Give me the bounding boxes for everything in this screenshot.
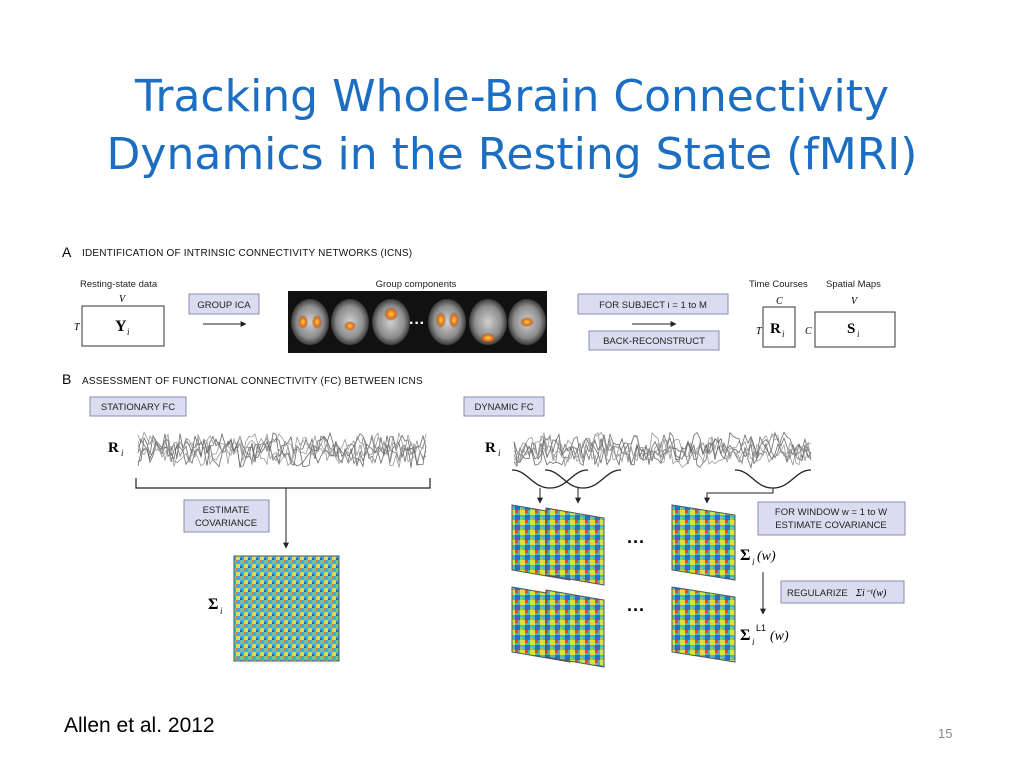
timecourse-trace — [513, 431, 812, 468]
estimate-line-1: ESTIMATE — [203, 505, 250, 516]
timecourse-trace — [513, 431, 812, 468]
group-ica-box — [188, 293, 260, 315]
regularize-term: Σi⁻¹(w) — [855, 588, 887, 599]
stationary-bracket — [135, 478, 431, 489]
dynamic-sigma-subscript: i — [752, 557, 755, 567]
s-matrix — [814, 311, 896, 348]
l1-sigma-w: (w) — [770, 629, 789, 644]
s-subscript: i — [857, 329, 860, 339]
dynamic-timecourses — [513, 431, 812, 470]
timecourse-trace — [137, 431, 427, 465]
stationary-r-subscript: i — [121, 448, 124, 458]
components-ellipsis: ··· — [409, 315, 425, 332]
panel-b-letter: B — [62, 371, 71, 387]
for-window-line-2: ESTIMATE COVARIANCE — [775, 520, 887, 531]
for-window-box — [757, 501, 906, 536]
l1-superscript: L1 — [756, 623, 766, 633]
dynamic-sigma: Σ — [740, 547, 750, 564]
r-symbol: R — [770, 321, 781, 337]
timecourse-trace — [513, 431, 812, 467]
l1-sigma-subscript: i — [752, 637, 755, 647]
back-reconstruct-box — [588, 330, 720, 351]
timecourse-trace — [513, 431, 812, 470]
dynamic-r-subscript: i — [498, 448, 501, 458]
for-subject-label: FOR SUBJECT i = 1 to M — [599, 300, 707, 311]
dynamic-matrices-bottom — [511, 586, 736, 668]
title-line-2: Dynamics in the Resting State (fMRI) — [106, 129, 918, 180]
panel-b-heading: ASSESSMENT OF FUNCTIONAL CONNECTIVITY (F… — [82, 376, 423, 387]
axis-t-label: T — [74, 322, 81, 333]
slide-title: Tracking Whole-Brain Connectivity Dynami… — [40, 68, 984, 184]
r-matrix — [762, 306, 796, 348]
stationary-sigma-subscript: i — [220, 606, 223, 616]
l1-sigma: Σ — [740, 627, 750, 644]
stationary-covariance-matrix — [233, 555, 340, 662]
panel-a-heading: IDENTIFICATION OF INTRINSIC CONNECTIVITY… — [82, 248, 412, 259]
axis-t-side: T — [756, 326, 763, 337]
axis-v-top: V — [851, 296, 859, 307]
resting-data-matrix — [81, 305, 165, 347]
dynamic-dots-top: ··· — [627, 532, 645, 552]
panel-a-letter: A — [62, 244, 72, 260]
for-subject-box — [577, 293, 729, 315]
group-ica-label: GROUP ICA — [197, 300, 251, 311]
spatial-maps-label: Spatial Maps — [826, 279, 881, 290]
regularize-box — [780, 580, 905, 604]
stationary-fc-label: STATIONARY FC — [101, 402, 175, 413]
resting-state-label: Resting-state data — [80, 279, 158, 290]
axis-c-top: C — [776, 296, 783, 307]
regularize-label: REGULARIZE — [787, 588, 848, 599]
window-curves — [511, 469, 812, 489]
group-components-label: Group components — [376, 279, 457, 290]
brain-slices — [291, 299, 546, 345]
axis-c-side: C — [805, 326, 812, 337]
for-window-line-1: FOR WINDOW w = 1 to W — [775, 507, 887, 518]
y-symbol: Y — [115, 318, 127, 335]
r-subscript: i — [782, 329, 785, 339]
dynamic-fc-label: DYNAMIC FC — [474, 402, 533, 413]
stationary-fc-box — [89, 396, 187, 417]
s-symbol: S — [847, 321, 855, 337]
timecourse-trace — [137, 431, 427, 467]
dynamic-dots-bottom: ··· — [627, 600, 645, 620]
citation: Allen et al. 2012 — [64, 714, 215, 737]
estimate-covariance-box — [183, 499, 270, 533]
dynamic-fc-box — [463, 396, 545, 417]
stationary-timecourses — [137, 430, 427, 468]
stationary-sigma: Σ — [208, 596, 218, 613]
timecourse-trace — [137, 431, 427, 468]
time-courses-label: Time Courses — [749, 279, 808, 290]
dynamic-sigma-w: (w) — [757, 549, 776, 564]
estimate-line-2: COVARIANCE — [195, 518, 257, 529]
dynamic-matrices-top — [511, 504, 736, 586]
axis-v-label: V — [119, 294, 127, 305]
dynamic-r-symbol: R — [485, 440, 496, 456]
back-reconstruct-label: BACK-RECONSTRUCT — [603, 336, 705, 347]
page-number: 15 — [938, 726, 953, 741]
y-subscript: i — [127, 327, 130, 337]
window-arrow-3 — [704, 488, 774, 504]
stationary-r-symbol: R — [108, 440, 119, 456]
title-line-1: Tracking Whole-Brain Connectivity — [134, 71, 890, 122]
